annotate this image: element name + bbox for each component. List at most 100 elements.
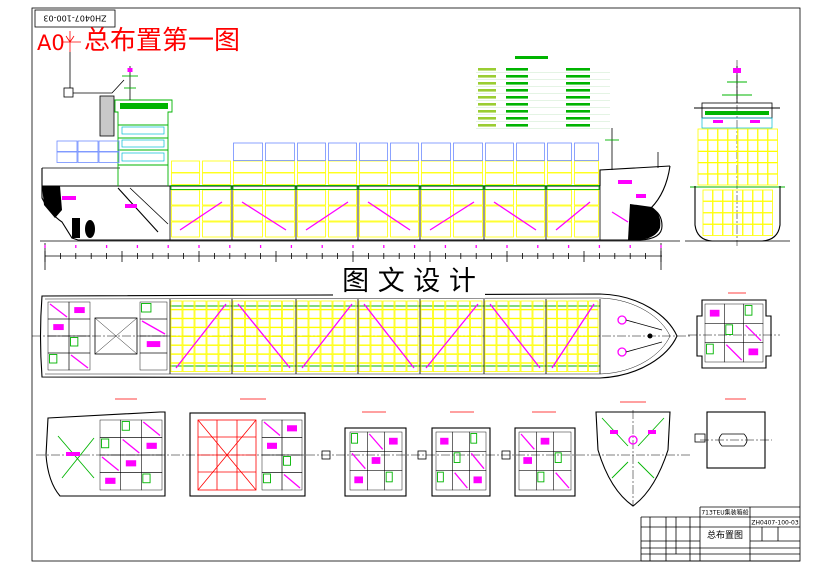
hold-cell: [567, 362, 578, 372]
cabin-furniture: [283, 456, 291, 466]
end-view-containers: [697, 128, 778, 236]
hold-cell: [382, 336, 395, 346]
hold-cell: [206, 300, 219, 310]
hold-marking: [241, 201, 287, 231]
hold-cell: [320, 353, 333, 364]
hold-container: [516, 205, 545, 222]
hold-cell: [244, 362, 258, 372]
bow-windlass: [628, 435, 638, 445]
hold-cell: [546, 362, 557, 372]
stern-label-mark: [62, 196, 76, 200]
end-deck-container: [707, 151, 718, 163]
hold-cell: [370, 327, 383, 337]
cabin-fixture: [263, 421, 281, 436]
hold-cell: [257, 345, 270, 355]
end-hold-container: [752, 201, 763, 213]
engine-room-ladder-2: [129, 187, 169, 225]
hold-cell: [344, 353, 357, 364]
deck-e-outline: [514, 427, 576, 497]
deck-c-section-marker: [321, 450, 331, 460]
particular-value: [506, 89, 528, 92]
deck-container-upper: [359, 142, 388, 161]
hold-cell: [308, 300, 321, 310]
end-deck-container: [767, 139, 778, 152]
particular-name: [478, 89, 496, 92]
hold-cell: [232, 309, 245, 319]
end-deck-container: [747, 162, 758, 175]
hold-cell: [406, 309, 419, 319]
hold-container: [574, 205, 599, 222]
hold-cell: [182, 362, 195, 372]
hold-cell: [557, 345, 568, 355]
cabin: [469, 470, 487, 491]
end-deck-container: [697, 139, 708, 152]
stern-structure: [42, 186, 62, 218]
end-deck-container: [717, 128, 728, 141]
deck-container: [328, 172, 357, 185]
deck-c-rooms: [349, 431, 403, 491]
cabin-fixture: [141, 320, 166, 335]
hold-cell: [257, 362, 270, 372]
hold-container: [421, 205, 451, 222]
deck-container: [202, 172, 231, 185]
end-hold-container: [712, 189, 723, 202]
hold-cell: [532, 300, 545, 310]
hold-cell: [182, 318, 195, 328]
hold-cell: [344, 300, 357, 310]
deck-container: [453, 172, 483, 185]
cabin-fixture: [146, 341, 161, 348]
cabin-furniture: [101, 438, 110, 449]
hold-cell: [308, 318, 321, 328]
chain-line-starboard: [625, 341, 663, 353]
hold-cell: [432, 327, 446, 337]
side-profile: [40, 66, 680, 242]
end-deck-container: [767, 151, 778, 163]
hold-cell: [282, 336, 295, 346]
hold-cell: [332, 362, 345, 372]
davit-line-2: [61, 437, 95, 479]
end-deck-container: [767, 162, 778, 175]
deck-plan-e: [501, 411, 576, 497]
hold-container: [390, 205, 419, 222]
hold-cell: [170, 353, 183, 364]
end-deck-container: [757, 139, 768, 152]
end-deck-container: [697, 173, 708, 186]
hold-cell: [382, 309, 395, 319]
hold-cell: [269, 309, 283, 319]
hold-cell: [170, 327, 183, 337]
hold-cell: [194, 318, 207, 328]
end-deck-container: [717, 162, 728, 175]
particular-value-alt: [566, 68, 590, 71]
end-deck-container: [707, 128, 718, 141]
hold-cell: [232, 318, 245, 328]
hold-cell: [257, 336, 270, 346]
hold-cell: [244, 327, 258, 337]
hold-cell: [406, 362, 419, 372]
accommodation-block: [77, 151, 99, 163]
hold-cell: [445, 353, 458, 364]
hold-cell: [420, 336, 433, 346]
hold-cell: [406, 300, 419, 310]
hold-cell: [557, 327, 568, 337]
end-view-accommodation: [701, 117, 773, 129]
deck-e-rooms: [518, 431, 572, 491]
hold-cell: [532, 309, 545, 319]
leader-line: [63, 52, 125, 98]
hold-cell: [470, 345, 483, 355]
end-hold-container: [752, 189, 763, 202]
hold-container: [265, 205, 295, 222]
particular-value-alt: [566, 75, 590, 78]
cabin-fixture: [470, 452, 485, 470]
windows-3: [121, 152, 165, 162]
cabin-fixture: [49, 303, 68, 318]
hold-cell: [496, 309, 509, 319]
hold-cell: [206, 327, 219, 337]
end-hold-container: [762, 189, 773, 202]
end-hold-container: [762, 224, 773, 236]
end-deck-container: [737, 162, 748, 175]
particular-name: [478, 110, 496, 113]
end-hold-container: [742, 189, 753, 202]
hold-container: [297, 221, 326, 238]
hatch-cover: [170, 185, 232, 190]
cabin-fixture: [555, 472, 570, 489]
